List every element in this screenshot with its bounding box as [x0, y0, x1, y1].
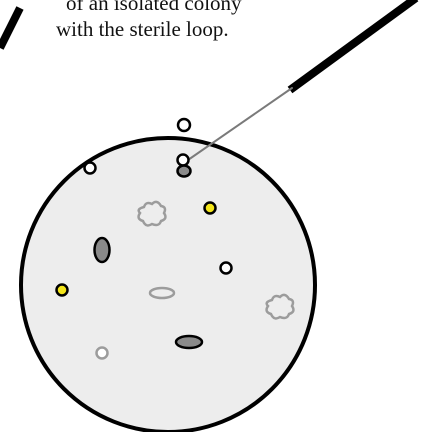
white-colony[interactable]	[221, 263, 232, 274]
yellow-colony[interactable]	[57, 285, 68, 296]
white-colony[interactable]	[85, 163, 96, 174]
caption-line-2: with the sterile loop.	[56, 16, 229, 42]
caption-line-1: of an isolated colony	[66, 0, 242, 16]
left-edge-stroke	[0, 8, 20, 48]
loop-handle[interactable]	[290, 0, 416, 90]
yellow-colony[interactable]	[205, 203, 216, 214]
gray-oval-colony[interactable]	[176, 336, 202, 348]
white-colony[interactable]	[178, 119, 190, 131]
gray-oval-colony[interactable]	[95, 238, 110, 262]
loop-tip	[178, 155, 189, 166]
small-light-colony[interactable]	[97, 348, 108, 359]
gray-colony-under-loop[interactable]	[178, 166, 191, 177]
loop-wire	[188, 88, 292, 160]
